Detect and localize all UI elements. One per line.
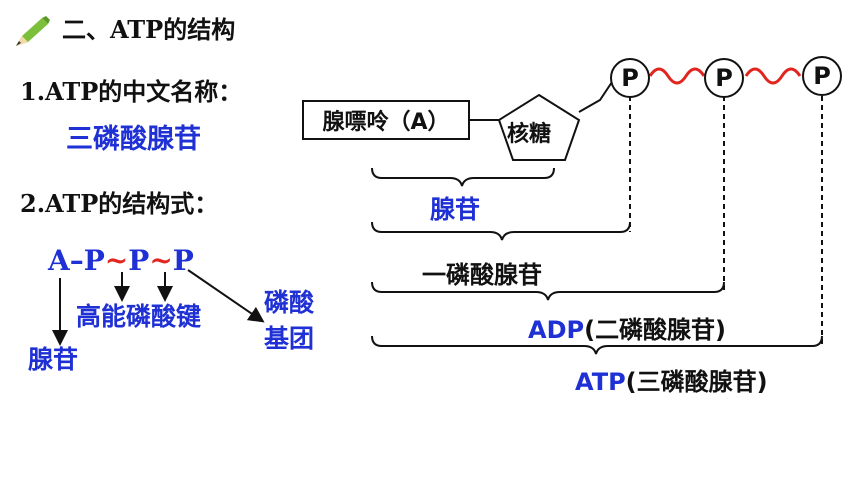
formula-p2: P — [128, 244, 150, 277]
bracket-atp — [371, 335, 823, 355]
phosphate-group-label-line1: 磷酸 — [264, 288, 315, 317]
phosphate-circle-3: P — [802, 56, 842, 96]
formula-bond-2: ~ — [149, 244, 173, 277]
bracket-adenosine — [371, 167, 555, 187]
formula-dash: – — [69, 244, 84, 277]
formula-bond-1: ~ — [104, 244, 129, 277]
pencil-icon — [16, 16, 50, 46]
adp-name: (二磷酸腺苷) — [584, 316, 727, 344]
phosphate-circle-1: P — [610, 58, 650, 98]
formula-p1: P — [83, 244, 105, 277]
high-energy-bond-2 — [744, 67, 802, 85]
phosphate-group-label-line2: 基团 — [264, 324, 315, 353]
amp-label: 一磷酸腺苷 — [422, 261, 542, 289]
high-energy-bond-label: 高能磷酸键 — [76, 302, 202, 331]
atp-name: (三磷酸腺苷) — [625, 368, 768, 396]
high-energy-bond-1 — [648, 67, 706, 85]
adp-abbr: ADP — [528, 316, 585, 344]
chinese-name-label: 1.ATP的中文名称： — [20, 77, 243, 106]
adp-label: ADP(二磷酸腺苷) — [528, 310, 726, 345]
ribose-pentagon — [497, 93, 581, 161]
section-title: 二、ATP的结构 — [62, 15, 236, 44]
chinese-name-value: 三磷酸腺苷 — [66, 124, 201, 155]
phosphate-circle-2: P — [704, 58, 744, 98]
bracket-adp — [371, 281, 725, 301]
bracket-amp — [371, 221, 631, 241]
adenine-base-box: 腺嘌呤（A） — [302, 100, 470, 140]
arrow-to-phosphate-group — [187, 269, 265, 323]
ribose-label: 核糖 — [507, 122, 552, 147]
atp-label: ATP(三磷酸腺苷) — [575, 362, 768, 397]
adenosine-label: 腺苷 — [430, 195, 481, 224]
formula-adenosine: A — [48, 244, 70, 277]
formula-p3: P — [172, 244, 194, 277]
adenosine-label-left: 腺苷 — [28, 345, 79, 374]
atp-abbr: ATP — [575, 368, 626, 396]
structural-formula: A–P~P~P — [48, 244, 194, 277]
structural-formula-label: 2.ATP的结构式： — [20, 189, 219, 218]
